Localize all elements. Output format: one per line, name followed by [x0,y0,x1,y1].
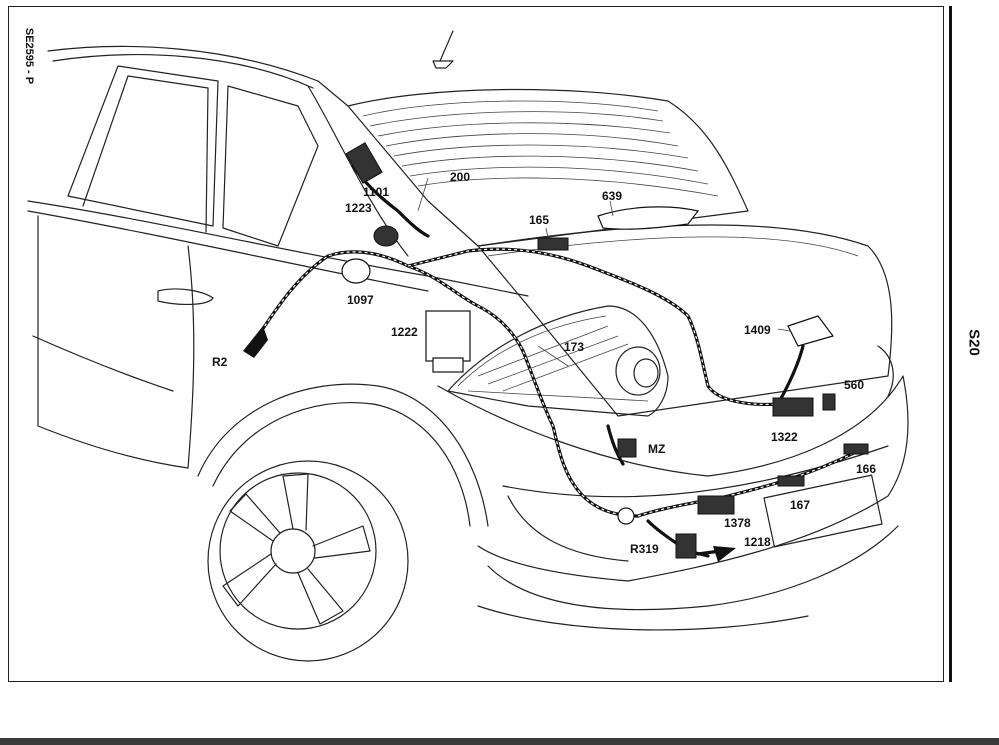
section-tab-text: S20 [965,329,983,356]
arrow-r2 [243,326,268,358]
part-labels: 200 639 1101 1223 165 1097 1222 173 1409… [212,170,876,556]
diagram-frame [8,6,944,682]
label-200: 200 [450,170,470,184]
label-173: 173 [564,340,584,354]
label-1223: 1223 [345,201,372,215]
module-1222 [425,310,471,362]
components [341,142,869,559]
label-166: 166 [856,462,876,476]
connector-1097 [341,258,371,284]
connector-1322 [772,397,814,417]
brake-light-639 [597,206,700,230]
leader-lines [417,177,791,367]
label-167: 167 [790,498,810,512]
bottom-bar [0,738,999,745]
connector-1409 [787,315,835,347]
section-divider [949,6,952,682]
label-165: 165 [529,213,549,227]
connector-165 [537,237,569,251]
plate-light-166 [843,443,869,455]
label-1378: 1378 [724,516,751,530]
label-560: 560 [844,378,864,392]
label-1097: 1097 [347,293,374,307]
label-639: 639 [602,189,622,203]
label-1409: 1409 [744,323,771,337]
label-r319: R319 [630,542,659,556]
label-1101: 1101 [363,185,389,199]
connector-1101 [345,142,383,184]
label-1222: 1222 [391,325,418,339]
label-1218: 1218 [744,535,771,549]
label-r2: R2 [212,355,228,369]
car-wiring-diagram: 200 639 1101 1223 165 1097 1222 173 1409… [27,30,909,662]
earth-mz [617,438,637,458]
car-body [27,30,909,662]
section-tab: S20 [954,300,994,390]
arrows [243,326,736,562]
connector-1223 [373,225,399,247]
bulb-560 [822,393,836,411]
label-1322: 1322 [771,430,798,444]
connector-r319 [675,533,697,559]
plate-light-167 [777,475,805,487]
connector-1378 [697,495,735,515]
label-mz: MZ [648,442,665,456]
arrow-1218 [713,546,736,562]
